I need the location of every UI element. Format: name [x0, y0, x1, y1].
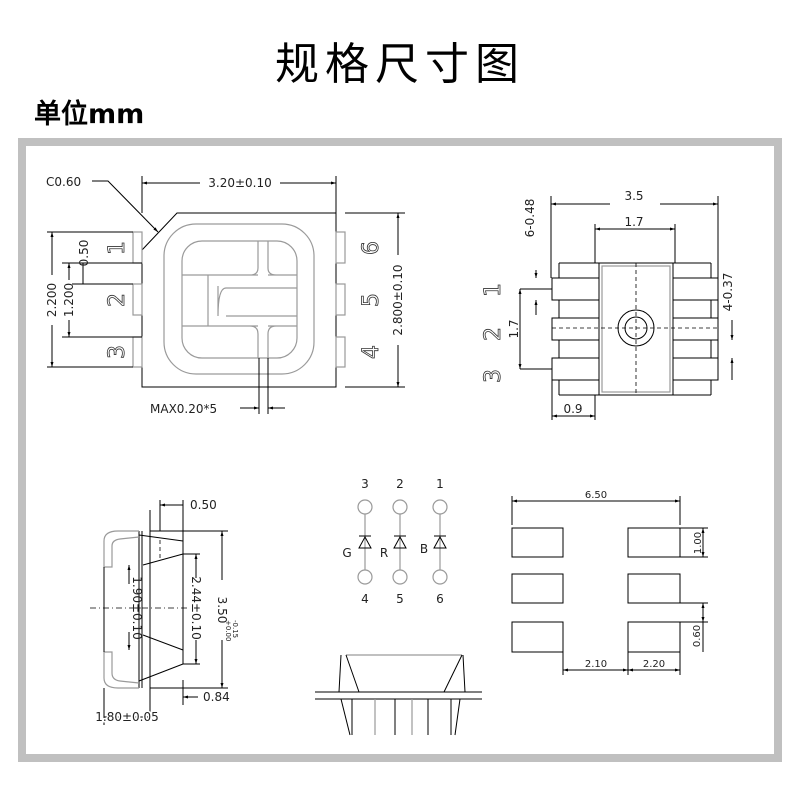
dim-side-length: 3.50 — [215, 597, 229, 624]
dim-side-top: 0.50 — [190, 498, 217, 512]
unit-label: 单位mm — [34, 99, 145, 130]
footprint-view: 6.50 1.00 0.60 2.10 2.20 — [511, 490, 708, 675]
bottom-view: 3.5 1.7 6-0.48 1.7 4-0.37 0.9 1 2 3 — [481, 189, 735, 420]
circuit-pin-2: 2 — [396, 477, 404, 491]
dim-pad-gap: 0.60 — [692, 625, 703, 647]
dim-inner-gap: 2.10 — [585, 659, 607, 670]
side-view: 0.50 1.90±0.10 2.44±0.10 3.50 +0.00 -0.1… — [90, 498, 239, 726]
dim-footprint-total: 6.50 — [585, 490, 607, 501]
dim-lead-length: 0.9 — [563, 402, 582, 416]
dim-side-thickness: 1.80±0.05 — [95, 710, 159, 724]
dim-pitch-outer: 2.200 — [45, 283, 59, 317]
led-red-label: R — [380, 546, 388, 560]
led-blue-label: B — [420, 542, 428, 556]
dim-chamfer: C0.60 — [46, 175, 81, 189]
dim-pad-length: 2.20 — [643, 659, 665, 670]
dim-overall: 3.5 — [624, 189, 643, 203]
front-section-view — [315, 654, 482, 736]
page-title: 规格尺寸图 — [275, 39, 525, 90]
bottom-pin-1: 1 — [481, 283, 506, 297]
bottom-pin-2: 2 — [481, 327, 506, 341]
dim-center: 1.7 — [624, 215, 643, 229]
circuit-pin-4: 4 — [361, 592, 369, 606]
pin-label-6: 6 — [359, 241, 384, 255]
dim-pitch-inner: 1.200 — [62, 283, 76, 317]
dim-pad-height: 1.00 — [693, 532, 704, 554]
circuit-pin-1: 1 — [436, 477, 444, 491]
drawing-frame — [18, 138, 782, 762]
dim-tol-minus: -0.15 — [231, 620, 239, 638]
pin-label-1: 1 — [105, 241, 130, 255]
top-view: 3.20±0.10 C0.60 2.800±0.10 2.200 1.200 0… — [45, 175, 405, 416]
dim-lead-width: 6-0.48 — [523, 199, 537, 238]
dim-lead-width-2: 4-0.37 — [721, 273, 735, 312]
dim-height: 2.800±0.10 — [391, 264, 405, 335]
dim-width: 3.20±0.10 — [208, 176, 272, 190]
pin-label-3: 3 — [105, 345, 130, 359]
dim-side-inner: 1.90±0.10 — [130, 576, 144, 640]
led-green-label: G — [342, 546, 351, 560]
pin-label-4: 4 — [359, 345, 384, 359]
dim-pitch: 1.7 — [507, 319, 521, 338]
circuit-pin-6: 6 — [436, 592, 444, 606]
pin-label-2: 2 — [105, 293, 130, 307]
dim-side-lead: 0.84 — [203, 690, 230, 704]
dim-pad-width: 0.50 — [77, 240, 91, 267]
pin-label-5: 5 — [359, 293, 384, 307]
circuit-pin-3: 3 — [361, 477, 369, 491]
dim-side-middle: 2.44±0.10 — [189, 576, 203, 640]
circuit-diagram: 3 2 1 4 5 6 G R B — [342, 477, 448, 606]
dim-max-gap: MAX0.20*5 — [150, 402, 217, 416]
dim-tol-plus: +0.00 — [224, 620, 232, 641]
bottom-pin-3: 3 — [481, 369, 506, 383]
circuit-pin-5: 5 — [396, 592, 404, 606]
